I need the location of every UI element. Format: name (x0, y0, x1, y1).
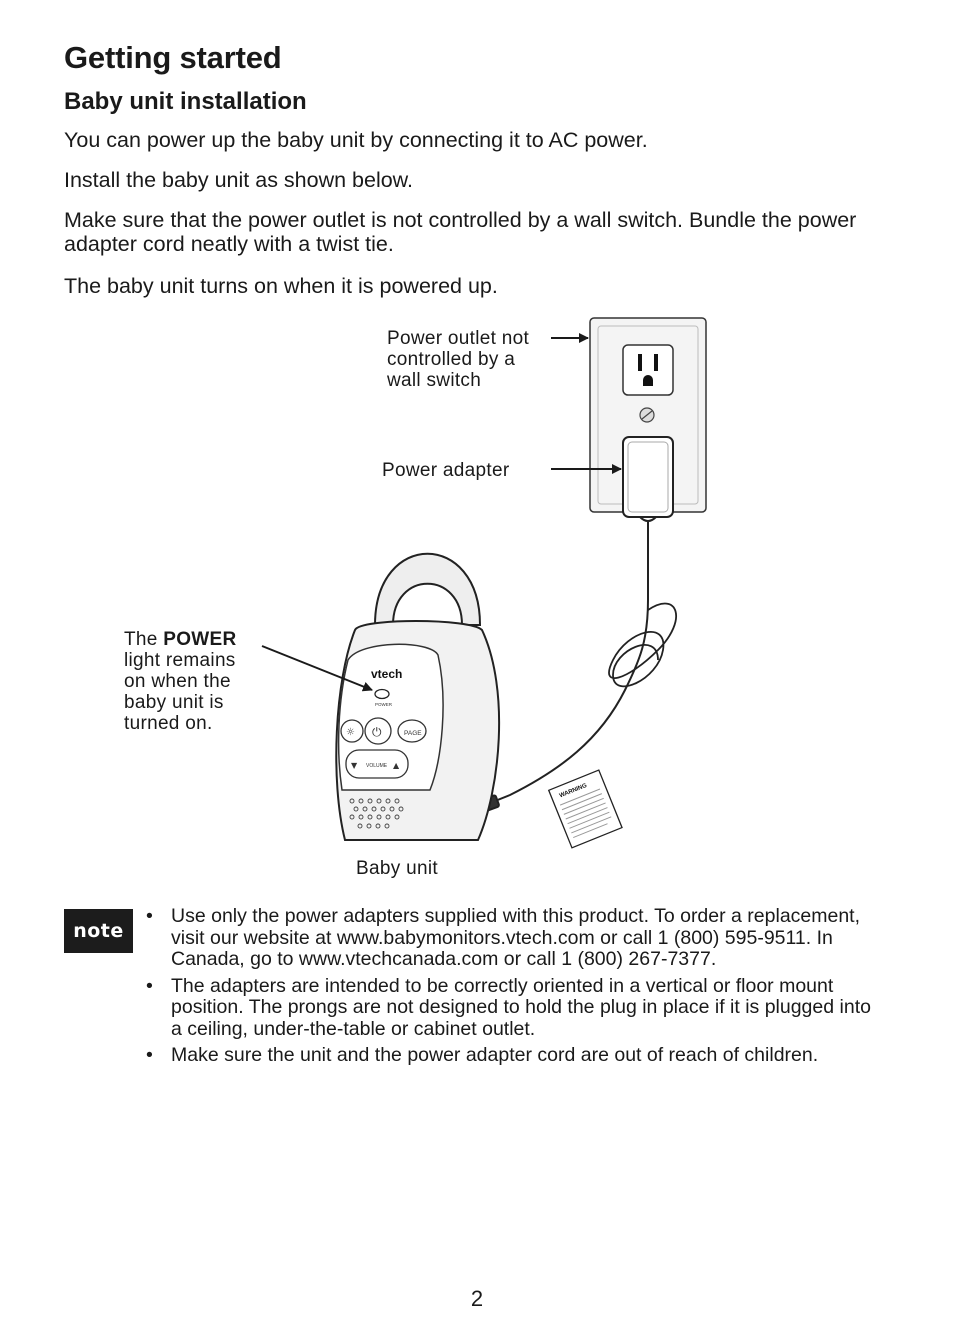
outlet-callout-label: Power outlet not controlled by a wall sw… (387, 328, 530, 391)
warning-tag: WARNING (547, 769, 623, 849)
adapter-callout-label: Power adapter (382, 460, 510, 481)
volume-up-icon: ▲ (393, 761, 400, 770)
power-button-icon: ⏻ (372, 725, 382, 739)
section-title: Baby unit installation (64, 88, 307, 115)
power-adapter (622, 436, 674, 522)
note-item: Use only the power adapters supplied wit… (146, 905, 886, 971)
device-page-text: PAGE (404, 730, 422, 737)
paragraph-power-ac: You can power up the baby unit by connec… (64, 128, 648, 152)
volume-down-icon: ▼ (351, 761, 358, 770)
device-brand-logo: vtech (371, 667, 402, 681)
light-icon: ☼ (346, 727, 355, 738)
note-badge: note (64, 909, 133, 953)
power-light-callout-label: The POWER light remains on when the baby… (124, 629, 237, 734)
paragraph-turns-on: The baby unit turns on when it is powere… (64, 274, 498, 298)
speaker-grille (349, 798, 404, 829)
paragraph-wall-switch: Make sure that the power outlet is not c… (64, 208, 857, 256)
baby-unit-label: Baby unit (356, 858, 438, 879)
page-number: 2 (470, 1286, 484, 1311)
page-title: Getting started (64, 40, 282, 75)
device-volume-text: VOLUME (366, 763, 388, 769)
power-light (374, 688, 390, 700)
device-power-text: POWER (375, 702, 393, 707)
note-item: The adapters are intended to be correctl… (146, 975, 886, 1041)
power-light-callout-arrow (261, 645, 373, 692)
wall-outlet-plate (589, 317, 707, 513)
paragraph-install: Install the baby unit as shown below. (64, 168, 413, 192)
note-list: Use only the power adapters supplied wit… (146, 905, 886, 1072)
adapter-cord (476, 522, 677, 814)
note-item: Make sure the unit and the power adapter… (146, 1044, 886, 1067)
baby-unit-device: vtech POWER ☼ ⏻ PAGE ▼ VOLUME ▲ (335, 552, 501, 841)
